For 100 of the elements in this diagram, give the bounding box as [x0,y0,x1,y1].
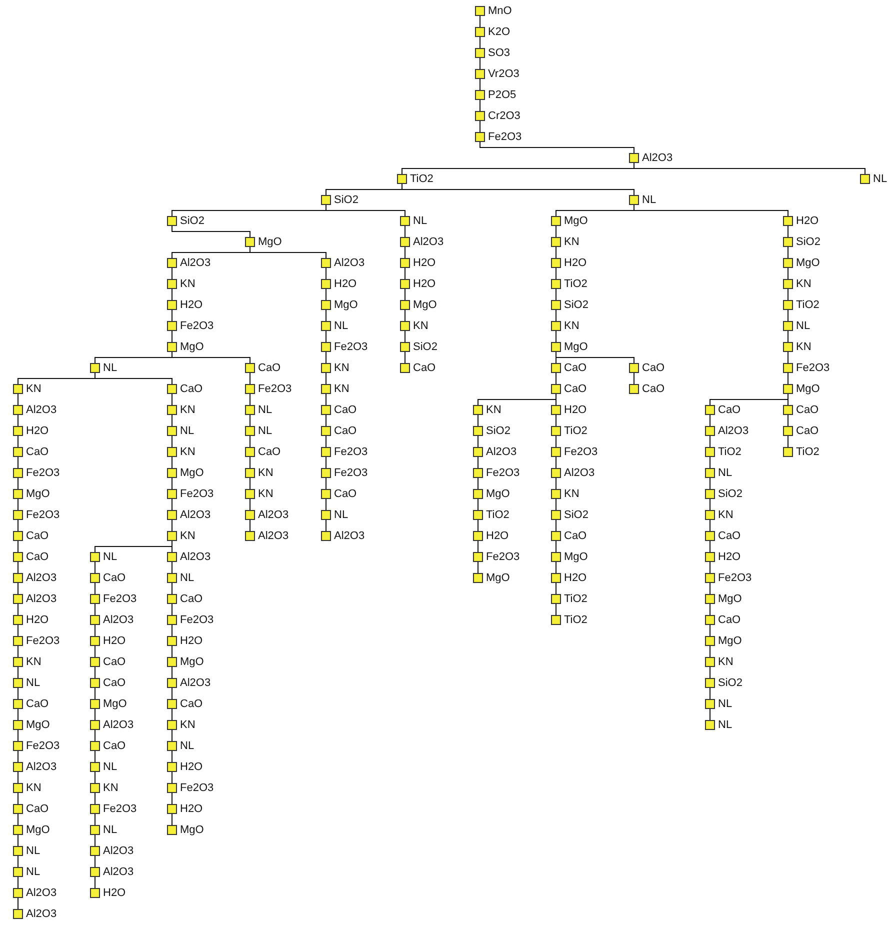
connector-line [404,268,406,280]
node-label: CaO [718,404,741,416]
connector-line [94,772,96,784]
connector-line [94,562,96,574]
node-label: Al2O3 [180,551,211,563]
node-label: Fe2O3 [258,383,292,395]
node-label: Al2O3 [258,509,289,521]
node-label: Al2O3 [334,257,365,269]
node-label: H2O [103,635,126,647]
node-label: KN [103,782,118,794]
node-label: Al2O3 [564,467,595,479]
node-label: Fe2O3 [334,341,368,353]
node-label: Fe2O3 [796,362,830,374]
node-label: Fe2O3 [486,551,520,563]
node-label: NL [180,740,194,752]
connector-line [94,604,96,616]
node-label: CaO [642,362,665,374]
node-label: CaO [26,446,49,458]
node-label: NL [718,719,732,731]
node-label: NL [103,551,118,563]
connector-line [402,184,634,196]
node-label: NL [103,824,118,836]
node-label: Al2O3 [26,404,57,416]
connector-line [404,310,406,322]
node-label: H2O [180,761,203,773]
node-label: CaO [564,362,587,374]
connector-line [94,708,96,720]
connector-line [94,646,96,658]
node-label: NL [258,404,272,416]
node-label: CaO [564,530,587,542]
node-label: H2O [103,887,126,899]
node-label: SiO2 [718,677,742,689]
node-label: CaO [334,404,357,416]
node-label: NL [642,194,656,206]
node-label: TiO2 [564,425,588,437]
node-label: Fe2O3 [180,320,214,332]
connector-line [94,730,96,742]
node-label: SiO2 [564,299,588,311]
node-label: KN [486,404,502,416]
node-label: NL [26,677,40,689]
node-label: MgO [796,383,820,395]
node-label: KN [796,341,812,353]
node-label: Al2O3 [180,257,211,269]
node-label: Fe2O3 [488,131,522,143]
node-label: TiO2 [564,614,588,626]
node-label: P2O5 [488,89,516,101]
node-label: MgO [718,635,742,647]
node-label: MgO [26,719,50,731]
node-label: Al2O3 [103,719,134,731]
node-label: CaO [796,425,819,437]
node-label: KN [258,467,274,479]
connector-line [404,246,406,258]
node-label: KN [180,278,196,290]
node-label: Fe2O3 [486,467,520,479]
node-label: NL [796,320,810,332]
node-label: Al2O3 [334,530,365,542]
node-label: CaO [26,551,49,563]
node-label: NL [873,173,888,185]
node-label: H2O [718,551,741,563]
node-label: MgO [180,656,204,668]
node-label: K2O [488,26,510,38]
node-label: KN [180,530,196,542]
node-label: MgO [486,572,510,584]
node-label: Al2O3 [258,530,289,542]
node-label: H2O [334,278,357,290]
node-label: H2O [26,614,49,626]
node-label: SiO2 [796,236,820,248]
node-label: Fe2O3 [180,614,214,626]
node-label: KN [796,278,812,290]
node-label: H2O [796,215,819,227]
node-label: Cr2O3 [488,110,520,122]
node-label: H2O [180,803,203,815]
node-label: KN [180,446,196,458]
node-label: Fe2O3 [103,593,137,605]
connector-line [404,352,406,364]
node-label: MgO [564,215,588,227]
node-label: CaO [718,530,741,542]
node-label: TiO2 [564,593,588,605]
connector-line [94,792,96,804]
node-label: KN [564,488,580,500]
node-label: CaO [258,362,281,374]
node-label: CaO [180,698,203,710]
connector-line [634,204,788,216]
node-label: CaO [103,572,126,584]
node-label: H2O [564,257,587,269]
node-label: MnO [488,5,512,17]
node-label: Fe2O3 [718,572,752,584]
node-label: NL [26,866,40,878]
node-label: MgO [258,236,282,248]
node-label: MgO [564,551,588,563]
node-label: H2O [26,425,49,437]
node-label: NL [334,320,348,332]
node-label: Fe2O3 [334,467,368,479]
node-label: Fe2O3 [564,446,598,458]
node-label: NL [26,845,40,857]
node-label: Al2O3 [26,887,57,899]
node-label: H2O [413,257,436,269]
node-label: Al2O3 [486,446,517,458]
node-label: KN [26,383,42,395]
node-label: TiO2 [796,299,820,311]
